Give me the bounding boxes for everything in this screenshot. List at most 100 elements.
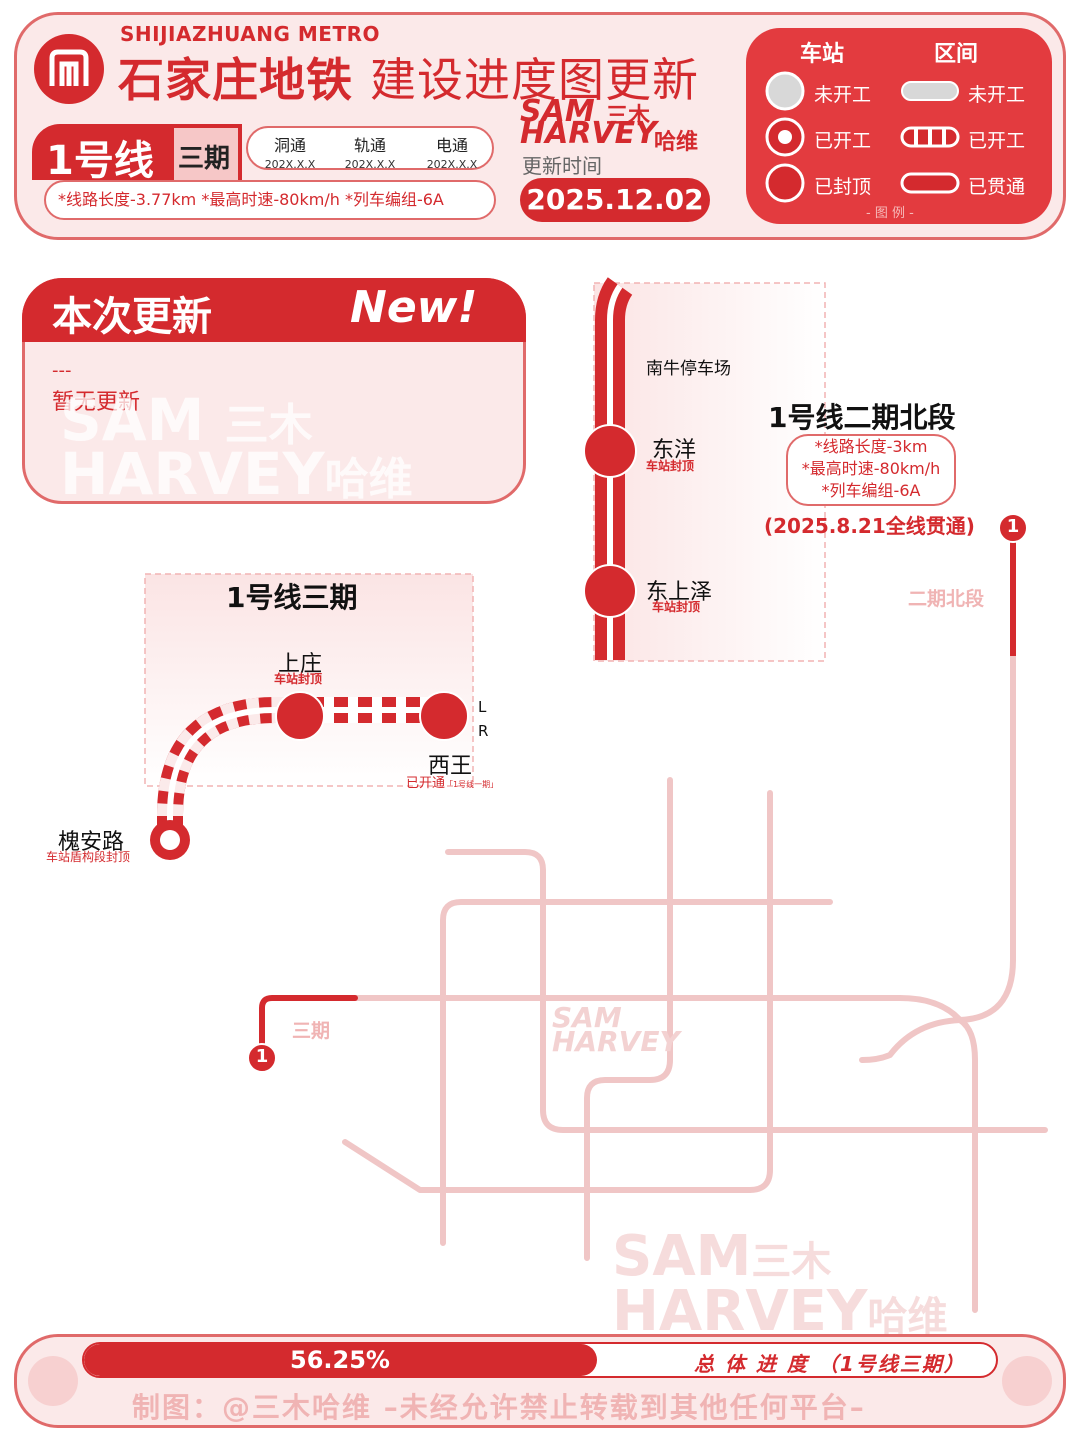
watermark-text: 三木: [224, 400, 313, 451]
phase-label: 三期: [178, 144, 231, 174]
watermark-text: SAM: [612, 1224, 752, 1289]
update-date: 2025.12.02: [520, 178, 710, 222]
title-main: 石家庄地铁: [118, 53, 353, 107]
watermark-text: SAM: [552, 1001, 622, 1034]
depot-name: 南牛停车场: [646, 359, 731, 379]
watermark-text: HARVEY: [552, 1025, 680, 1058]
milestone-label: 轨通: [353, 136, 386, 155]
watermark-text: 三木: [751, 1239, 832, 1285]
legend-section-not-started-icon: [901, 81, 959, 101]
network-line1-badge-north: [998, 513, 1028, 543]
progress-percent: 56.25%: [290, 1346, 390, 1374]
network-label-phase3: 三期: [292, 1020, 331, 1042]
legend-section-header: 区间: [934, 42, 979, 67]
line1-badge-text: 1: [255, 1046, 269, 1067]
page-title: 石家庄地铁 建设进度图更新: [118, 44, 699, 110]
milestone-label: 洞通: [273, 136, 306, 155]
station-status-text: 已开通: [406, 776, 446, 791]
milestone-label: 电通: [435, 136, 468, 155]
direction-label: R: [478, 722, 489, 740]
update-title: 本次更新: [52, 294, 212, 340]
legend-symbols: [765, 71, 960, 203]
station-name: 西王: [428, 754, 473, 779]
watermark-text: 哈维: [867, 1294, 948, 1340]
milestone-track: 轨通 202X.X.X: [330, 132, 410, 171]
direction-label: L: [478, 698, 487, 716]
station-name: 东洋: [652, 438, 697, 463]
metro-logo-icon: [34, 34, 104, 104]
title-sub: 建设进度图更新: [370, 53, 700, 107]
dongyang-station-icon: [583, 424, 637, 478]
phase3-title: 1号线三期: [226, 581, 358, 614]
line-stats: *线路长度-3.77km *最高时速-80km/h *列车编组-6A: [44, 180, 496, 220]
update-dash: ---: [52, 360, 72, 381]
watermark-text: HARVEY: [60, 440, 325, 508]
brand-cn-2: 哈维: [654, 130, 699, 155]
north2-info-line: *最高时速-80km/h: [801, 459, 941, 478]
legend-section-item: 已贯通: [968, 176, 1026, 198]
line1-badge-text: 1: [1006, 516, 1020, 537]
new-badge: New!: [350, 282, 478, 333]
station-status: 车站封顶: [274, 672, 323, 686]
update-text: 暂无更新: [52, 390, 141, 415]
milestone-date: 202X.X.X: [264, 158, 316, 171]
north2-track-centre: [607, 284, 623, 660]
station-status: 车站封顶: [652, 600, 701, 614]
corner-logo-icon: [1002, 1356, 1052, 1406]
background-network: [342, 653, 1048, 1313]
network-phase3: [259, 995, 358, 1048]
legend-section-item: 已开工: [968, 130, 1026, 152]
brand-cn-1: 三木: [606, 104, 651, 129]
legend-footer: - 图 例 -: [866, 206, 914, 221]
legend-station-not-started-icon: [765, 71, 805, 111]
english-title: SHIJIAZHUANG METRO: [120, 22, 381, 46]
north2-info-line: *线路长度-3km: [814, 437, 928, 456]
update-time-label: 更新时间: [522, 154, 602, 178]
legend-station-header: 车站: [800, 42, 845, 67]
station-status: 车站盾构段封顶: [46, 850, 131, 864]
dongshangze-station-icon: [583, 564, 637, 618]
brand-en-2: HARVEY: [520, 116, 657, 151]
milestone-date: 202X.X.X: [344, 158, 396, 171]
update-box-header: [22, 278, 526, 342]
phase-box: [174, 128, 238, 180]
brand-en-1: SAM: [520, 94, 595, 129]
shangzhuang-station-icon: [275, 691, 325, 741]
milestone-power: 电通 202X.X.X: [412, 132, 492, 171]
progress-fill: [84, 1344, 597, 1376]
watermark-text: HARVEY: [612, 1279, 868, 1344]
station-name: 上庄: [278, 652, 323, 677]
legend-section-through-icon: [900, 172, 960, 194]
legend-station-item: 已开工: [814, 130, 872, 152]
north2-info-line: *列车编组-6A: [821, 481, 921, 500]
station-name: 东上泽: [646, 580, 713, 605]
legend-station-item: 已封顶: [814, 176, 872, 198]
station-status: 车站封顶: [646, 459, 695, 473]
network-line1-badge-west: [247, 1043, 277, 1073]
station-name: 槐安路: [58, 830, 125, 855]
milestone-date: 202X.X.X: [426, 158, 478, 171]
xiwang-station-icon: [419, 691, 469, 741]
legend-section-item: 未开工: [968, 84, 1026, 106]
north2-title: 1号线二期北段: [768, 401, 956, 434]
station-note: 「1号线一期」: [445, 780, 499, 789]
legend-station-item: 未开工: [814, 84, 872, 106]
north2-date: (2025.8.21全线贯通): [764, 514, 975, 538]
watermark-text: 哈维: [324, 454, 413, 505]
milestones-pill: [246, 126, 494, 170]
brand-logo: SAM 三木 HARVEY 哈维: [520, 94, 710, 156]
station-status: 已开通「1号线一期」: [406, 772, 498, 791]
network-label-north: 二期北段: [908, 588, 985, 610]
line-name: 1号线: [46, 138, 154, 184]
corner-logo-icon: [28, 1356, 78, 1406]
phase3-track-centre: [167, 707, 445, 840]
north2-info: *线路长度-3km *最高时速-80km/h *列车编组-6A: [786, 434, 956, 506]
legend-station-topped-icon: [765, 163, 805, 203]
progress-label: 总 体 进 度 （1号线三期）: [694, 1352, 966, 1376]
watermark-text: SAM: [60, 386, 205, 454]
credit-line: 制图：@三木哈维 –未经允许禁止转载到其他任何平台–: [132, 1391, 866, 1424]
